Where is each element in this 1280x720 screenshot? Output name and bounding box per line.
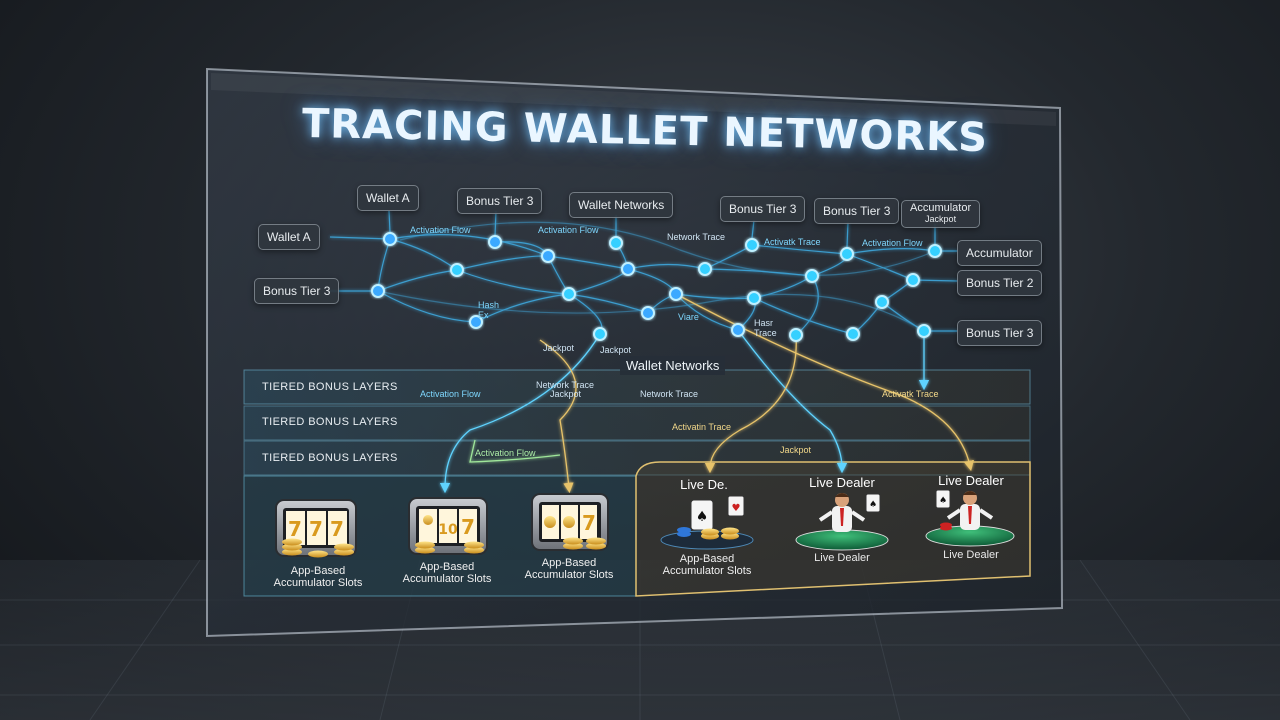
flow-label: Activation Flow — [410, 225, 471, 235]
node-bonus-tier3-top3[interactable]: Bonus Tier 3 — [814, 198, 900, 224]
layer-flow-label: Activatk Trace — [882, 389, 939, 399]
poker-chip-icon — [660, 527, 754, 550]
node-bonus-tier2-right[interactable]: Bonus Tier 2 — [957, 270, 1043, 296]
network-nodes — [371, 232, 942, 342]
svg-text:♠: ♠ — [869, 500, 877, 510]
slot-caption-line2: Accumulator Slots — [273, 577, 363, 589]
slot-caption: App-Based Accumulator Slots — [504, 557, 634, 581]
dealer-caption: Live Dealer — [814, 552, 870, 564]
flow-label: Activation Flow — [538, 225, 599, 235]
dealer-caption: Live Dealer — [943, 549, 999, 561]
node-wallet-a-top[interactable]: Wallet A — [357, 185, 419, 211]
slot-caption-line2: Accumulator Slots — [402, 573, 492, 585]
flow-label: Activation Flow — [862, 238, 923, 248]
playing-card-icon: ♠ ♥ — [690, 495, 745, 531]
live-dealer-icon: ♠ — [925, 489, 1015, 547]
node-wallet-a-left[interactable]: Wallet A — [258, 224, 320, 250]
slot-caption-line2: Accumulator Slots — [524, 569, 614, 581]
slot-caption: App-Based Accumulator Slots — [253, 565, 383, 589]
node-accumulator-jackpot-line1: Accumulator — [910, 202, 972, 214]
dealer-label: Live Dealer — [809, 475, 875, 490]
node-bonus-tier3-right[interactable]: Bonus Tier 3 — [957, 320, 1043, 346]
dealer-caption-line1: App-Based — [679, 553, 735, 565]
svg-text:♥: ♥ — [732, 503, 741, 514]
slot-caption-line1: App-Based — [290, 565, 346, 577]
node-accumulator-right[interactable]: Accumulator — [957, 240, 1042, 266]
flow-label: Jackpot — [543, 343, 575, 353]
svg-text:♠: ♠ — [696, 509, 709, 525]
layer-flow-label: Network Trace — [640, 389, 699, 399]
flow-label: Activatk Trace — [764, 237, 821, 247]
svg-text:7: 7 — [330, 517, 344, 541]
node-wallet-networks-top[interactable]: Wallet Networks — [569, 192, 674, 218]
dealer-caption-line2: Accumulator Slots — [662, 565, 752, 577]
flow-label: Jackpot — [600, 345, 632, 355]
node-accumulator-jackpot[interactable]: Accumulator Jackpot — [901, 200, 981, 228]
svg-text:10: 10 — [438, 522, 458, 538]
slot-machine-icon: 7 — [531, 493, 609, 551]
node-bonus-tier3-left[interactable]: Bonus Tier 3 — [254, 278, 340, 304]
coin-stack-icon — [563, 537, 606, 550]
layer-label: TIERED BONUS LAYERS — [262, 452, 398, 464]
node-bonus-tier3-top1[interactable]: Bonus Tier 3 — [457, 188, 543, 214]
coin-stack-icon — [415, 541, 484, 554]
flow-label: Network Trace — [667, 232, 726, 242]
node-accumulator-jackpot-line2: Jackpot — [925, 214, 957, 224]
svg-text:7: 7 — [309, 517, 323, 541]
layer-flow-label: Activation Flow — [475, 448, 536, 458]
flow-label: Hasr Trace — [754, 318, 777, 338]
slot-caption-line1: App-Based — [419, 561, 475, 573]
node-bonus-tier3-top2[interactable]: Bonus Tier 3 — [720, 196, 806, 222]
layer-flow-label: Activatin Trace — [672, 422, 732, 432]
layer-label: TIERED BONUS LAYERS — [262, 416, 398, 428]
slot-caption-line1: App-Based — [541, 557, 597, 569]
svg-text:♠: ♠ — [939, 496, 947, 506]
live-dealer-icon: ♠ — [795, 493, 889, 551]
svg-text:7: 7 — [461, 515, 475, 539]
flow-label: Hash Ex — [478, 300, 500, 320]
layer-label: TIERED BONUS LAYERS — [262, 381, 398, 393]
layer-flow-label: Activation Flow — [420, 389, 481, 399]
slot-caption: App-Based Accumulator Slots — [382, 561, 512, 585]
slot-machine-icon: 10 7 — [408, 497, 488, 555]
dealer-label: Live De. — [680, 477, 728, 492]
slot-machine-icon: 7 7 7 — [275, 499, 357, 557]
layer-flow-label: Jackpot — [780, 445, 812, 455]
dealer-caption: App-Based Accumulator Slots — [642, 553, 772, 577]
layer-flow-label: Jackpot — [550, 389, 582, 399]
layer-flow-label: Network Trace — [536, 380, 595, 390]
svg-text:7: 7 — [288, 517, 302, 541]
dealer-label: Live Dealer — [938, 473, 1004, 488]
svg-text:7: 7 — [582, 511, 596, 535]
section-title: Wallet Networks — [620, 356, 726, 375]
flow-label: Viare — [678, 312, 699, 322]
coin-stack-icon — [282, 538, 354, 558]
